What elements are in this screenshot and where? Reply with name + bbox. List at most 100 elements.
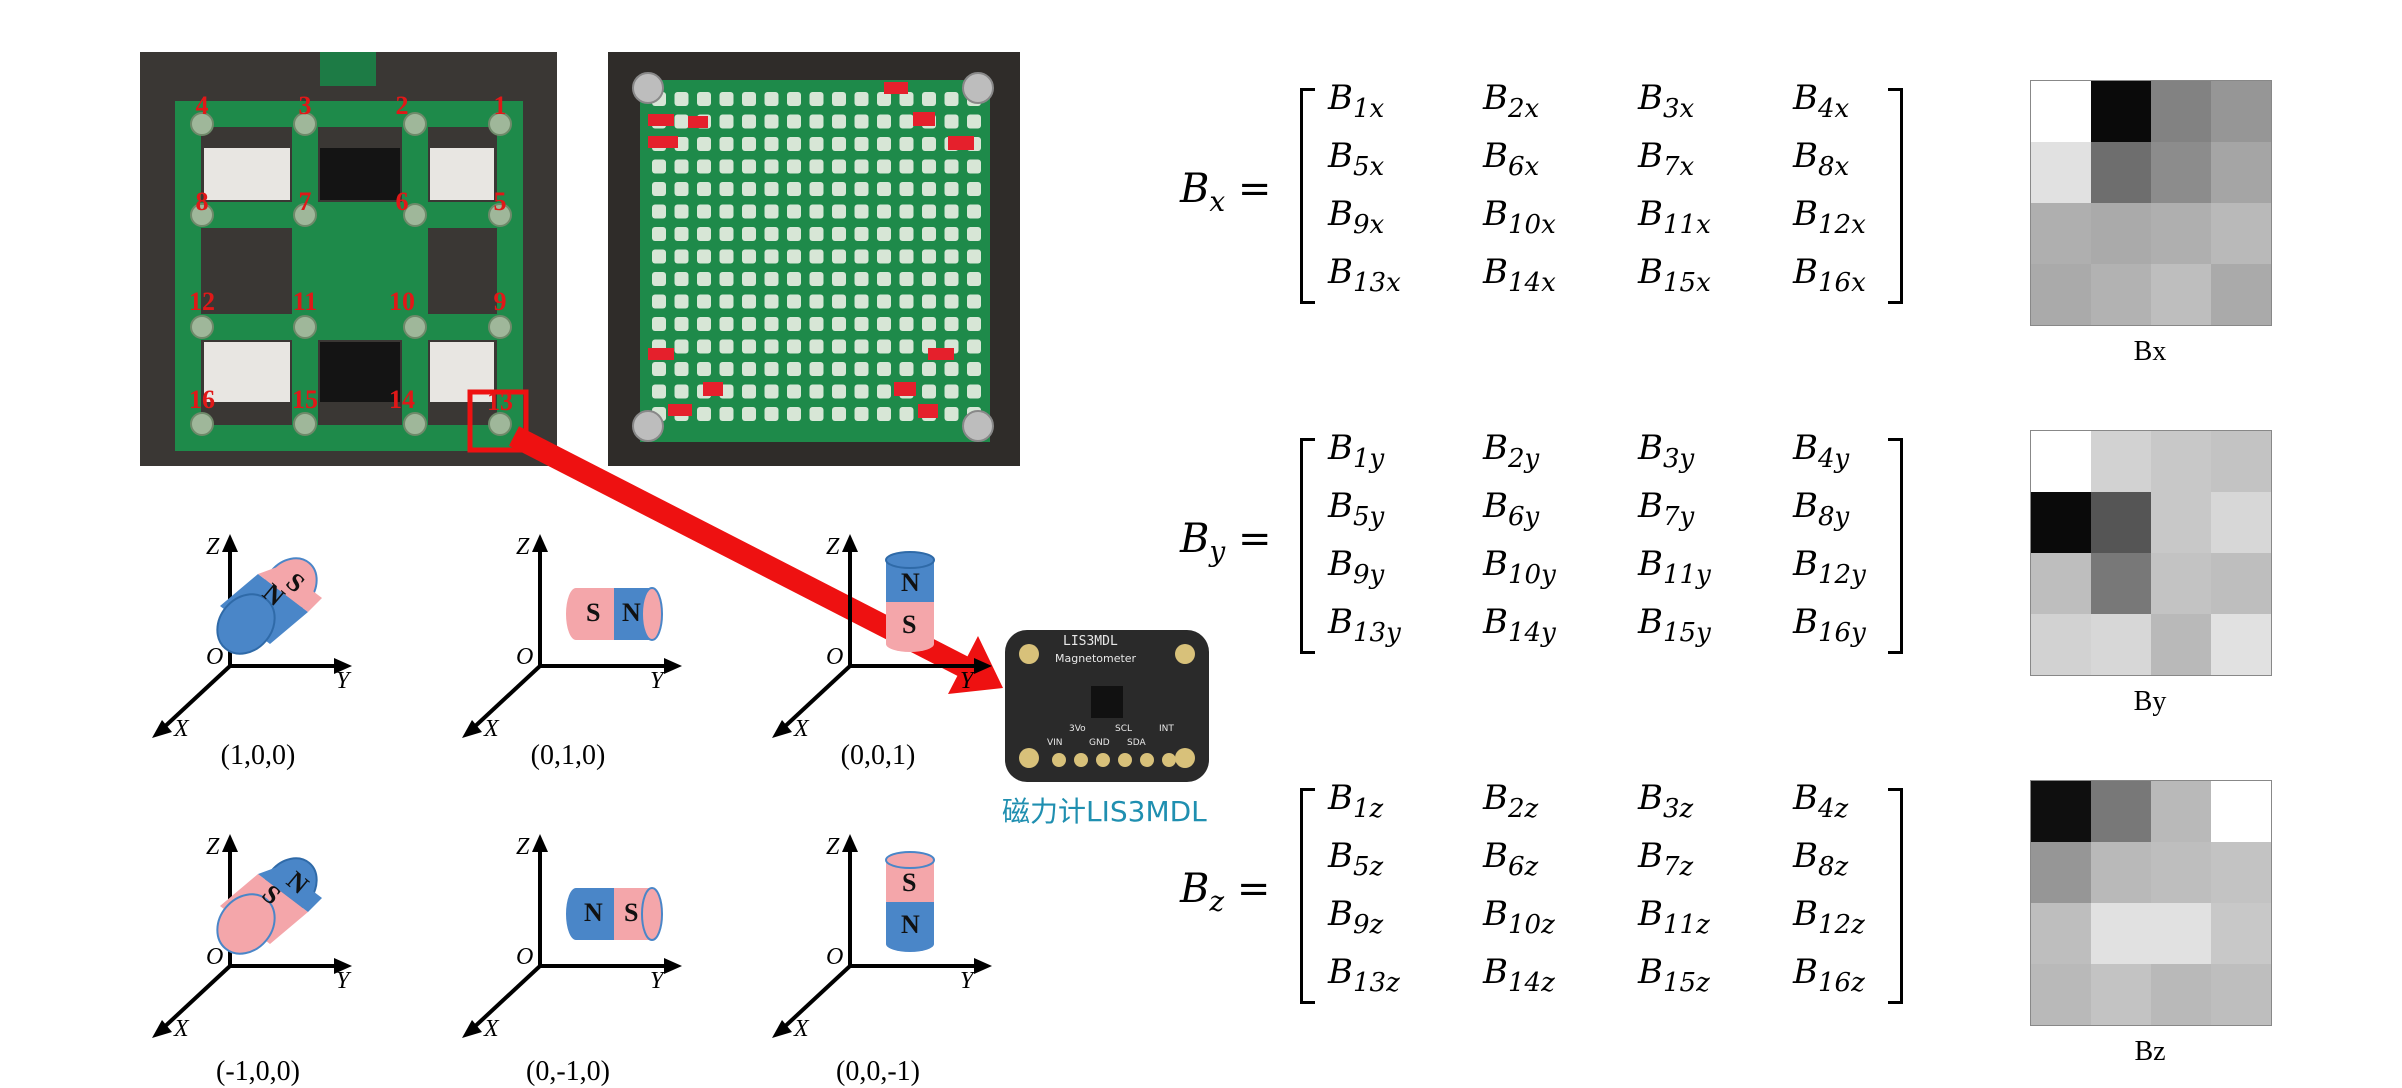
axis-z-label: Z: [206, 534, 220, 560]
sensor-label-12: 12: [189, 287, 215, 316]
pin-sda: SDA: [1127, 738, 1146, 748]
matrix-entry: B5y: [1328, 486, 1385, 532]
matrix-entry: B9y: [1328, 544, 1385, 590]
pole-right: N: [622, 598, 641, 627]
matrix-lhs: By =: [1180, 516, 1272, 568]
heatmap-cell: [2031, 903, 2091, 964]
grid-magnet-slot: [652, 227, 666, 241]
grid-magnet-slot: [922, 227, 936, 241]
heatmap-cell: [2031, 842, 2091, 903]
matrix-entry: B13z: [1328, 952, 1400, 998]
heatmap-cell: [2091, 842, 2151, 903]
grid-magnet-slot: [944, 272, 959, 286]
heatmap-cell: [2031, 264, 2091, 325]
grid-magnet-slot: [697, 272, 711, 286]
matrix-entry: B12y: [1793, 544, 1866, 590]
grid-magnet-slot: [967, 182, 981, 196]
grid-magnet-slot: [787, 339, 801, 354]
grid-magnet-slot: [922, 204, 936, 219]
grid-magnet-slot: [742, 137, 756, 151]
grid-magnet-slot: [652, 384, 666, 399]
matrix-entry: B12x: [1793, 194, 1866, 240]
grid-magnet-slot: [832, 384, 846, 399]
grid-magnet-slot: [854, 227, 869, 241]
matrix-entry: B2x: [1483, 78, 1540, 124]
sensor-label-4: 4: [195, 91, 209, 120]
grid-magnet-slot: [787, 294, 801, 309]
heatmap-cell: [2211, 553, 2271, 614]
grid-magnet-slot: [809, 249, 824, 264]
grid-magnet-slot: [787, 362, 801, 376]
grid-magnet-slot: [764, 249, 779, 264]
heatmap-cell: [2031, 781, 2091, 842]
sensor-label-5: 5: [493, 187, 507, 216]
magnet-vertical: [885, 551, 935, 652]
grid-magnet-slot: [787, 317, 801, 331]
orientation-panel-4: Z Y X O S N (-1,0,0): [140, 826, 400, 1087]
sensor-label-16: 16: [189, 385, 215, 414]
grid-magnet-slot: [719, 182, 734, 196]
heatmap-cell: [2091, 431, 2151, 492]
grid-magnet-slot: [899, 249, 914, 264]
axis-origin-label: O: [206, 944, 224, 970]
heatmap-cell: [2091, 264, 2151, 325]
grid-magnet-slot: [854, 204, 869, 219]
grid-magnet-slot: [877, 362, 891, 376]
grid-magnet-slot: [944, 317, 959, 331]
grid-magnet-slot: [652, 249, 666, 264]
matrix-entry: B4z: [1793, 778, 1849, 824]
grid-magnet-slot: [967, 204, 981, 219]
grid-magnet-slot: [899, 137, 914, 151]
matrix-entry: B7y: [1638, 486, 1695, 532]
grid-magnet-slot: [719, 407, 734, 421]
grid-magnet-slot: [764, 182, 779, 196]
grid-magnet-slot: [787, 137, 801, 151]
grid-magnet-slot: [809, 294, 824, 309]
heatmap-cell: [2151, 142, 2211, 203]
grid-magnet-slot: [944, 362, 959, 376]
grid-magnet-slot: [674, 362, 689, 376]
heatmap-cell: [2151, 203, 2211, 264]
heatmap-cell: [2151, 842, 2211, 903]
grid-magnet-slot: [877, 249, 891, 264]
grid-magnet-slot: [697, 182, 711, 196]
grid-magnet-slot: [899, 227, 914, 241]
grid-magnet-slot: [899, 317, 914, 331]
grid-magnet-slot: [674, 159, 689, 174]
matrix-entry: B9z: [1328, 894, 1384, 940]
pin-vin: VIN: [1047, 738, 1063, 748]
grid-magnet-slot: [764, 294, 779, 309]
grid-magnet-slot: [877, 339, 891, 354]
orientation-label: (-1,0,0): [216, 1056, 300, 1087]
grid-magnet-slot: [764, 137, 779, 151]
grid-magnet-slot: [697, 407, 711, 421]
grid-magnet-slot: [899, 294, 914, 309]
matrix-entry: B8y: [1793, 486, 1850, 532]
grid-magnet-slot: [967, 362, 981, 376]
grid-magnet-slot: [944, 182, 959, 196]
matrix-entry: B4x: [1793, 78, 1850, 124]
axis-x-label: X: [794, 716, 809, 742]
grid-magnet-slot: [854, 159, 869, 174]
magnet-vertical: [885, 851, 935, 952]
grid-magnet-slot: [742, 362, 756, 376]
heatmap-cell: [2211, 492, 2271, 553]
grid-magnet-slot: [652, 362, 666, 376]
grid-magnet-slot: [922, 384, 936, 399]
sensor-label-1: 1: [493, 91, 507, 120]
grid-magnet-slot: [674, 384, 689, 399]
grid-magnet-slot: [742, 182, 756, 196]
heatmap-cell: [2211, 142, 2271, 203]
matrix-entry: B13y: [1328, 602, 1401, 648]
grid-magnet-slot: [764, 114, 779, 129]
matrix-entry: B15x: [1638, 252, 1711, 298]
grid-magnet-slot: [809, 159, 824, 174]
matrix-entry: B1z: [1328, 778, 1384, 824]
grid-magnet-slot: [787, 227, 801, 241]
grid-magnet-slot: [877, 159, 891, 174]
matrix-entry: B3y: [1638, 428, 1695, 474]
grid-magnet-slot: [854, 92, 869, 106]
grid-magnet-slot: [899, 92, 914, 106]
grid-magnet-slot: [967, 114, 981, 129]
